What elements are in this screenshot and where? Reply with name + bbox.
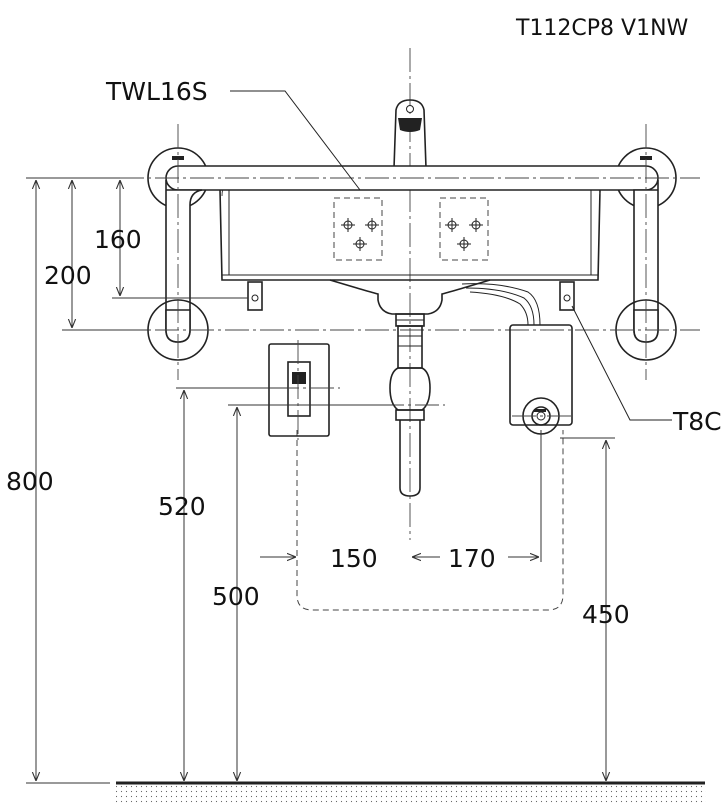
wall-control-plate xyxy=(240,340,340,440)
knee-clearance-outline xyxy=(296,430,564,611)
callout-label-t8c: T8C xyxy=(672,407,722,436)
dimension-lines xyxy=(26,177,615,784)
dim-label-520: 520 xyxy=(158,492,206,521)
dim-label-150: 150 xyxy=(330,544,378,573)
grab-bar xyxy=(120,124,700,380)
mounting-plate-right xyxy=(439,197,489,261)
mounting-brackets xyxy=(247,281,575,311)
mounting-plate-left xyxy=(333,197,383,261)
dim-label-160: 160 xyxy=(94,225,142,254)
drain-trap xyxy=(380,313,445,497)
faucet xyxy=(393,99,427,169)
dim-label-500: 500 xyxy=(212,582,260,611)
dim-label-800: 800 xyxy=(6,467,54,496)
floor xyxy=(116,781,706,805)
dim-label-170: 170 xyxy=(448,544,496,573)
model-number: T112CP8 V1NW xyxy=(515,16,689,41)
sensor-control-box xyxy=(461,283,573,435)
callout-label-twl16s: TWL16S xyxy=(105,77,208,106)
callout-leaders xyxy=(230,90,672,421)
dim-label-450: 450 xyxy=(582,600,630,629)
dim-label-200: 200 xyxy=(44,261,92,290)
